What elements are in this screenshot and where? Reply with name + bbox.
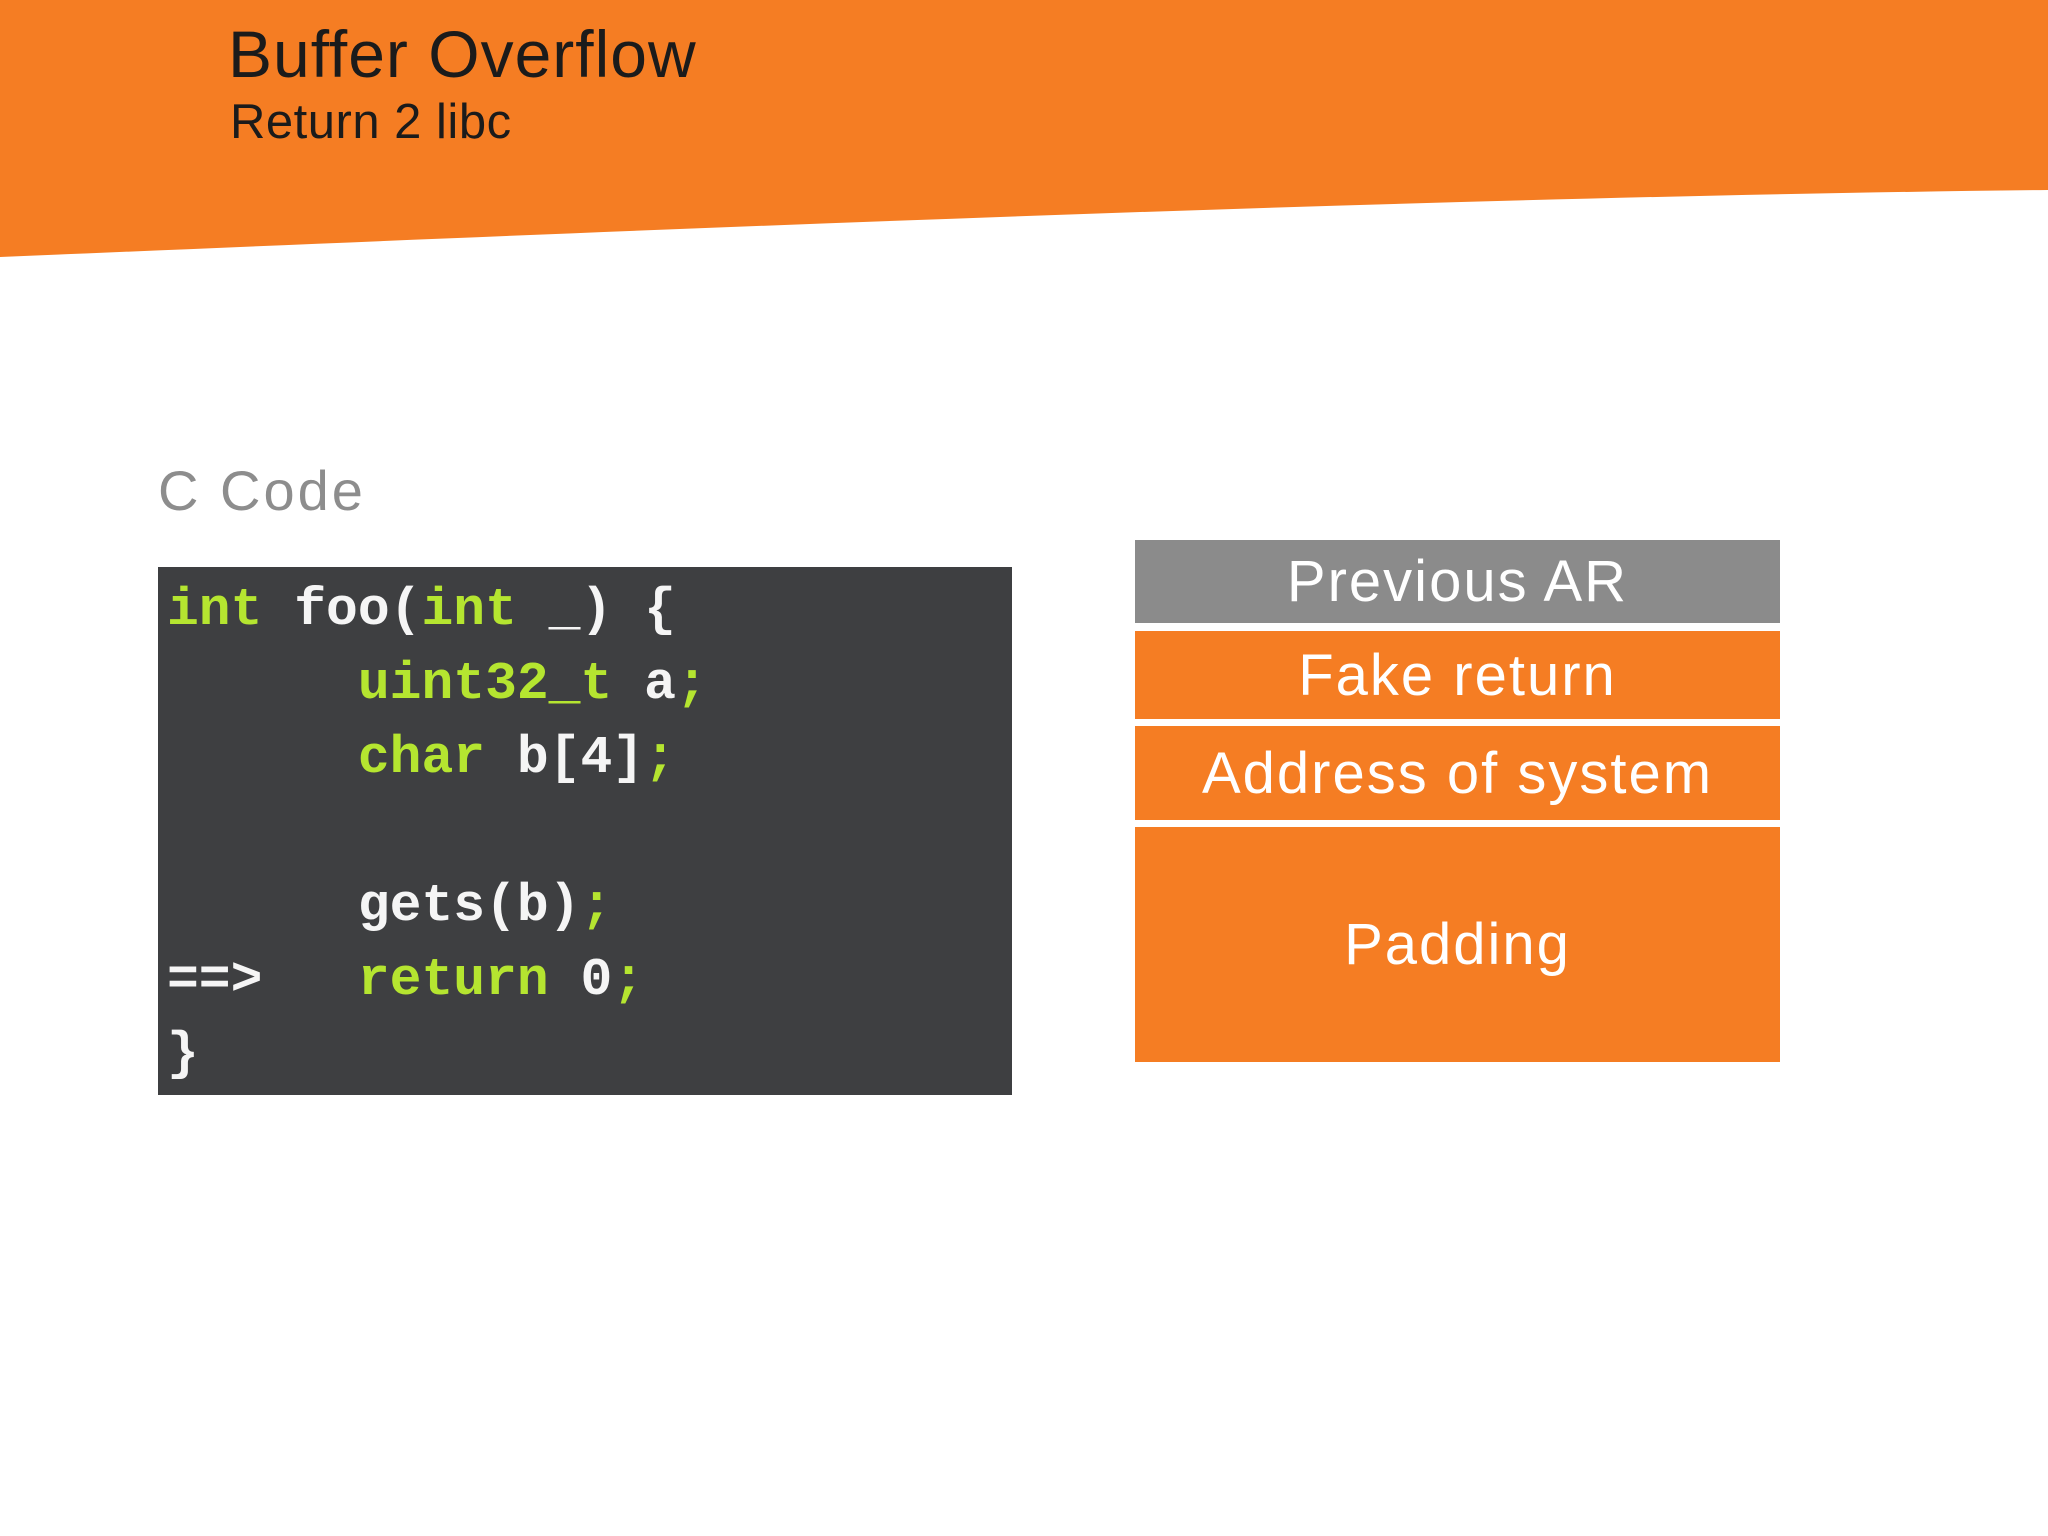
banner-wave-shape <box>0 0 2048 257</box>
page-subtitle: Return 2 libc <box>230 95 512 149</box>
code-line: int foo(int _) { <box>167 573 1012 647</box>
code-keyword: uint32_t <box>357 654 613 714</box>
code-keyword: char <box>357 728 486 788</box>
section-label-c-code: C Code <box>158 459 366 522</box>
stack-box-padding: Padding <box>1135 827 1780 1062</box>
stack-box-label: Fake return <box>1298 642 1617 708</box>
code-line: uint32_t a; <box>167 647 1012 721</box>
code-keyword: ; <box>612 950 645 1010</box>
code-text <box>167 728 358 788</box>
stack-box-label: Previous AR <box>1286 549 1629 614</box>
code-text: b[4] <box>485 728 645 788</box>
stack-box-fake-return: Fake return <box>1135 631 1780 719</box>
stack-box-address-of-system: Address of system <box>1135 726 1780 820</box>
code-line: gets(b); <box>167 869 1012 943</box>
stack-box-previous-ar: Previous AR <box>1135 540 1780 623</box>
stack-box-label: Address of system <box>1201 740 1714 806</box>
code-text: ==> <box>167 950 358 1010</box>
code-keyword: int <box>421 580 517 640</box>
code-text: a <box>612 654 676 714</box>
code-text: } <box>167 1024 199 1084</box>
code-keyword: int <box>167 580 263 640</box>
code-text: gets(b) <box>167 876 581 936</box>
stack-box-label: Padding <box>1344 912 1571 977</box>
code-keyword: ; <box>580 876 613 936</box>
code-keyword: ; <box>644 728 676 788</box>
code-line: char b[4]; <box>167 721 1012 795</box>
code-line: ==> return 0; <box>167 943 1012 1017</box>
code-text <box>167 654 358 714</box>
code-block: int foo(int _) { uint32_t a; char b[4]; … <box>158 567 1012 1095</box>
code-keyword: ; <box>675 654 708 714</box>
code-line <box>167 795 1012 869</box>
code-text: _) { <box>516 580 676 640</box>
code-keyword: return <box>357 950 549 1010</box>
header-banner <box>0 0 2048 257</box>
code-line: } <box>167 1017 1012 1091</box>
code-text: foo( <box>262 580 422 640</box>
page-title: Buffer Overflow <box>228 17 697 91</box>
code-text: 0 <box>548 950 613 1010</box>
